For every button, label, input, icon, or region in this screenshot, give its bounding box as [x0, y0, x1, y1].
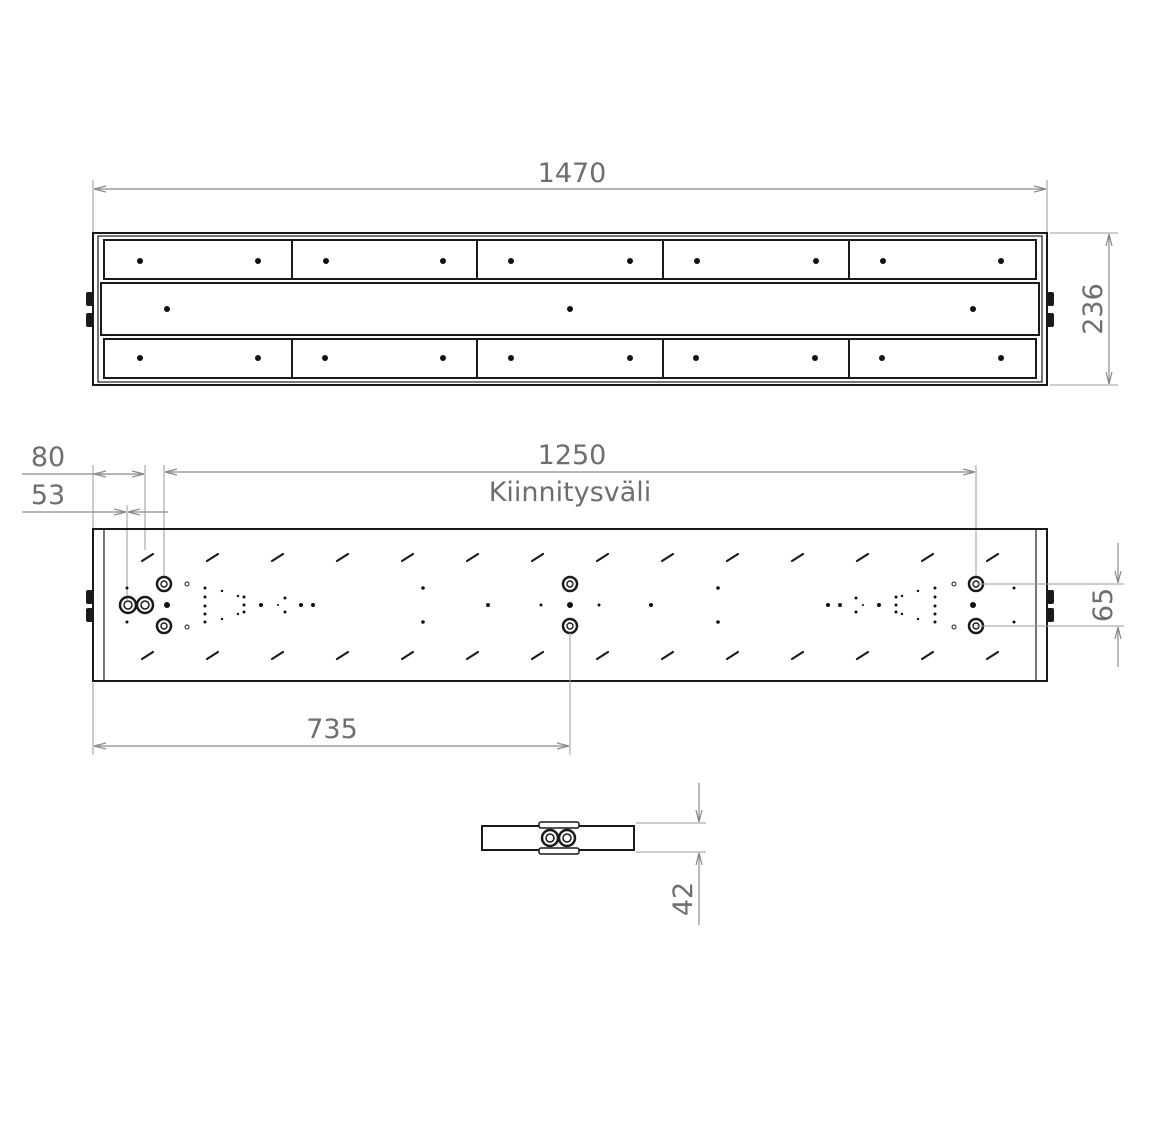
right-connector-bottom [1047, 590, 1054, 622]
module-row-top [103, 239, 1037, 280]
offset-80-label: 80 [31, 442, 65, 473]
bracket-spacing-label: 65 [1088, 588, 1119, 622]
dimension-center-offset: 735 [92, 633, 571, 755]
overall-length-label: 1470 [538, 158, 607, 189]
right-hole-pattern [649, 586, 937, 624]
dimension-mount-spacing: 1250 Kiinnitysväli [163, 440, 977, 578]
right-connector [1047, 292, 1054, 327]
center-mounting-bracket [539, 575, 601, 635]
dimension-bracket-spacing: 65 [977, 543, 1124, 667]
left-hole-pattern [203, 586, 490, 624]
mount-spacing-caption: Kiinnitysväli [489, 477, 652, 508]
left-connector [86, 292, 93, 327]
module-row-bottom [103, 338, 1037, 379]
dimension-offset-80: 80 [22, 442, 146, 550]
top-view: 1470 [86, 158, 1118, 386]
dimension-offset-53: 53 [22, 480, 168, 600]
dimension-height: 42 [636, 783, 706, 925]
left-mounting-bracket [155, 575, 190, 635]
housing-outline-top [92, 232, 1048, 386]
end-view-cable-glands [538, 821, 580, 855]
height-label: 42 [668, 882, 699, 916]
housing-inner-frame [97, 235, 1043, 383]
end-view: 42 [481, 783, 706, 925]
dimension-width: 236 [1050, 232, 1118, 386]
left-connector-bottom [86, 590, 93, 622]
mount-spacing-label: 1250 [538, 440, 607, 471]
right-mounting-bracket [951, 575, 1016, 635]
vent-slots-top [140, 552, 1000, 563]
vent-slots-bottom [140, 650, 1000, 661]
offset-53-label: 53 [31, 480, 65, 511]
dimension-overall-length: 1470 [92, 158, 1048, 233]
left-cable-glands [118, 586, 155, 624]
center-offset-label: 735 [306, 714, 358, 745]
center-bar [100, 282, 1040, 336]
width-label: 236 [1078, 283, 1109, 335]
bottom-view: 80 53 1250 Kiinnitysväli [22, 440, 1124, 755]
